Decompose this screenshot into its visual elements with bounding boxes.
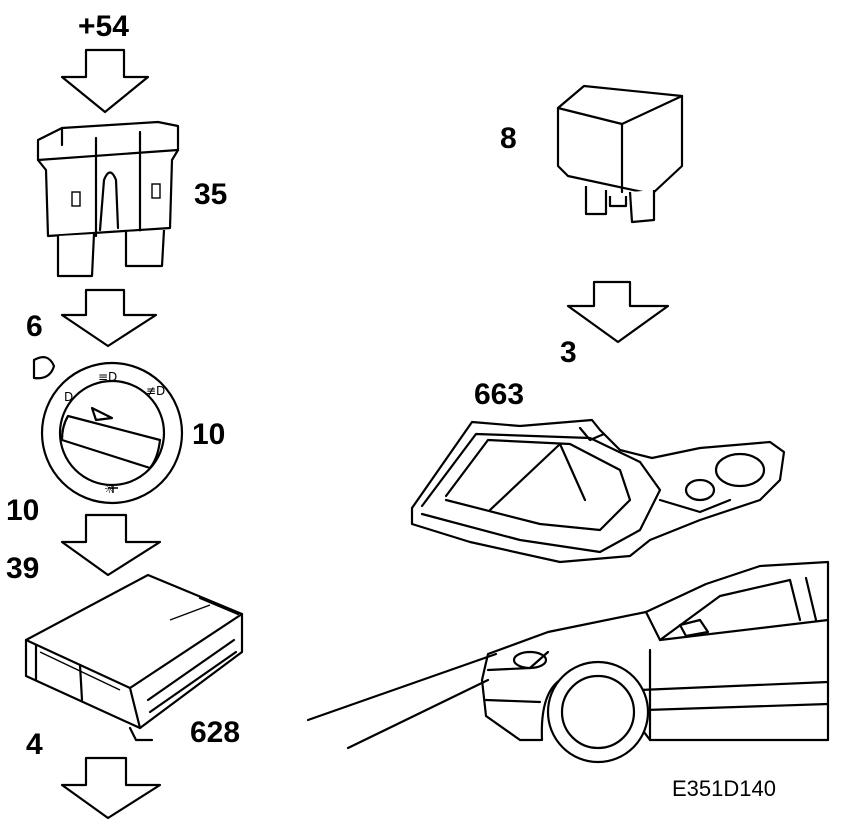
switch-symbol-fog: ≢D [146,384,166,398]
reference-code: E351D140 [672,776,776,801]
label-module: 628 [190,716,241,749]
switch-symbol-parking: D [64,390,74,404]
label-plus54: +54 [78,10,129,43]
label-headlamp: 663 [474,378,525,411]
headlamp-icon [410,418,786,564]
light-beam-line [346,678,490,750]
flow-arrow-top [60,48,150,114]
label-module-input: 39 [6,552,40,585]
switch-symbol-light: ☼ [104,482,115,496]
car-icon [480,560,830,764]
flow-arrow-switch [60,513,162,577]
relay-icon [556,84,684,224]
label-fuse: 35 [194,178,228,211]
label-switch-input: 6 [26,310,43,343]
flow-arrow-relay [566,280,670,344]
switch-symbol-low-beam: ≡D [98,370,118,384]
label-switch: 10 [192,418,226,451]
switch-symbol-top-mark: D [32,354,33,355]
flow-arrow-bottom [60,756,162,820]
light-beam-line [306,652,498,722]
label-module-output: 4 [26,728,43,761]
fuse-icon [36,120,180,278]
label-relay: 8 [500,122,517,155]
light-switch-icon [32,355,184,505]
control-module-icon [24,573,244,742]
label-switch-output: 10 [6,494,40,527]
label-arrow-3: 3 [560,336,577,369]
flow-arrow-fuse [60,288,158,348]
